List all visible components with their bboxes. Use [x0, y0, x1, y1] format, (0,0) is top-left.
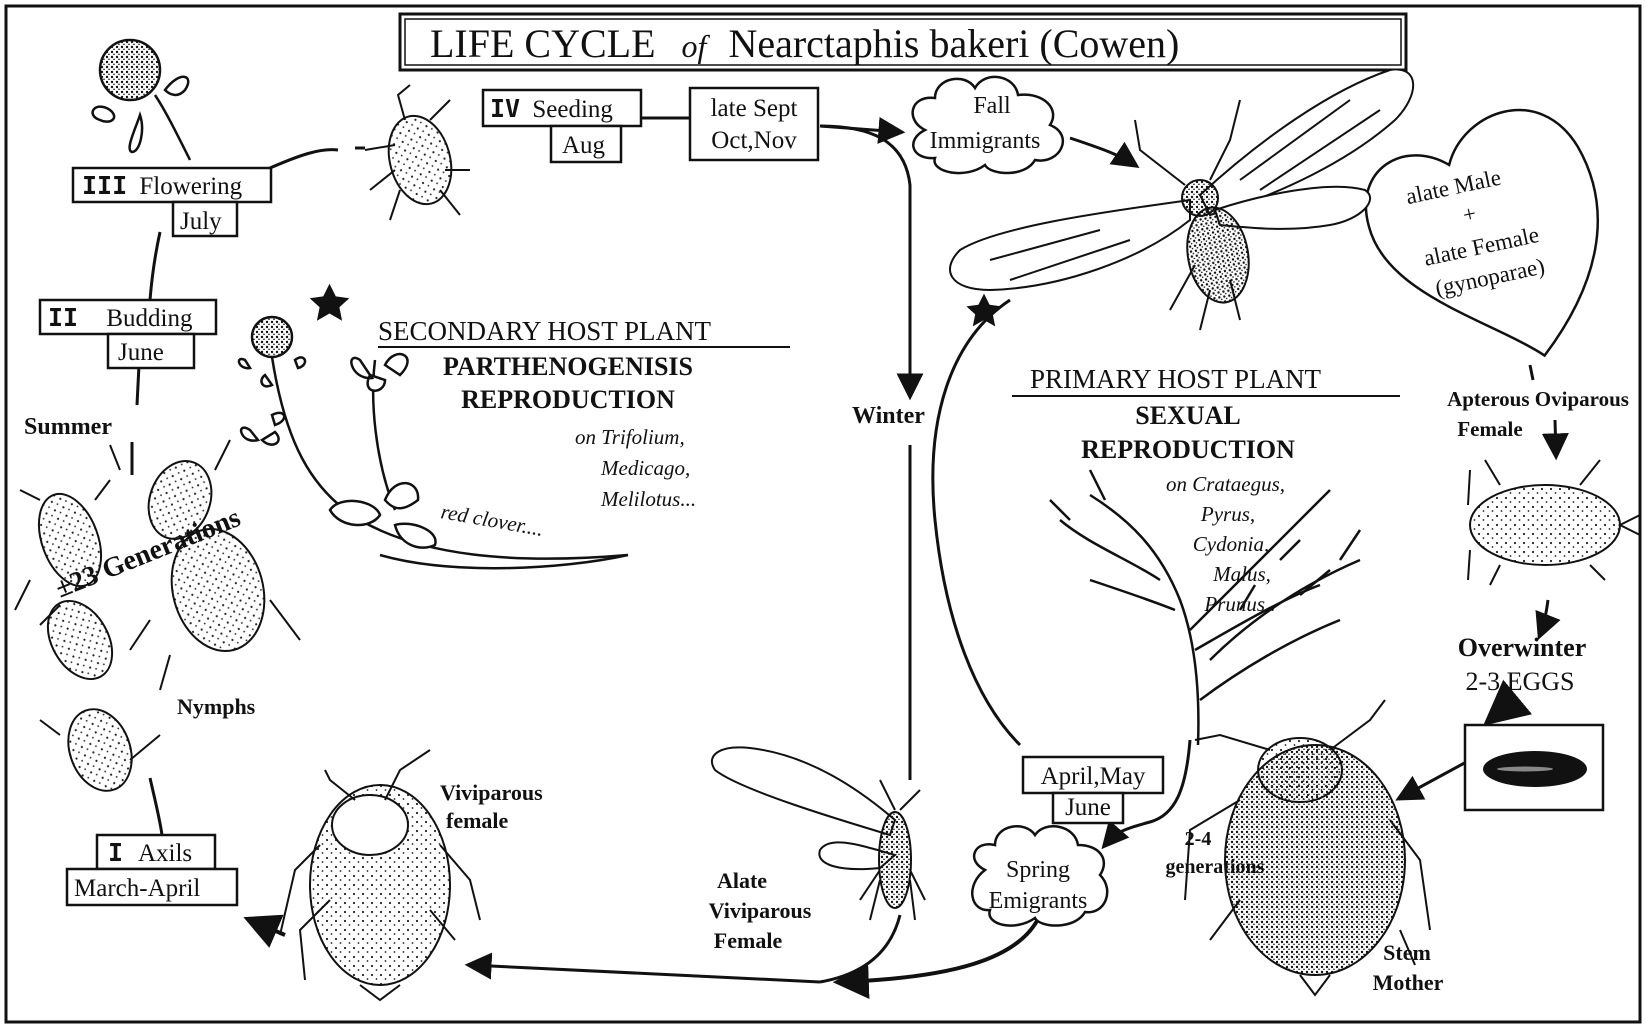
- nymphs-label: Nymphs: [177, 694, 256, 719]
- stage-1-label: Axils: [138, 840, 192, 867]
- secondary-plant-2: Medicago,: [600, 456, 690, 480]
- secondary-host-line1: PARTHENOGENISIS: [443, 352, 693, 381]
- title-species: Nearctaphis bakeri (Cowen): [728, 21, 1179, 66]
- overwinter-line1: Overwinter: [1458, 633, 1587, 662]
- spring-months-line2: June: [1065, 794, 1111, 821]
- viviparous-line2: female: [446, 808, 509, 833]
- fall-cloud-line2: Immigrants: [930, 128, 1041, 154]
- alate-line1: Alate: [717, 868, 767, 893]
- alate-line3: Female: [714, 928, 783, 953]
- stage-1-numeral: I: [108, 838, 123, 867]
- primary-plant-1: on Crataegus,: [1166, 472, 1285, 496]
- title-prefix: LIFE CYCLE: [430, 21, 656, 66]
- primary-host-line2: REPRODUCTION: [1081, 435, 1295, 464]
- primary-host-line1: SEXUAL: [1135, 401, 1240, 430]
- fall-cloud-line1: Fall: [973, 93, 1011, 119]
- summer-label: Summer: [24, 414, 112, 440]
- svg-text:IV Seeding: IV Seeding: [490, 94, 613, 123]
- spring-cloud-line1: Spring: [1006, 857, 1070, 883]
- viviparous-line1: Viviparous: [440, 780, 543, 805]
- svg-text:I Axils: I Axils: [108, 838, 192, 867]
- apterous-line1: Apterous Oviparous: [1447, 387, 1629, 411]
- winter-label: Winter: [852, 403, 925, 429]
- primary-plant-3: Cydonia,: [1193, 532, 1269, 556]
- gen24-line1: 2-4: [1185, 828, 1212, 850]
- primary-plant-2: Pyrus,: [1200, 502, 1255, 526]
- secondary-plant-1: on Trifolium,: [575, 425, 685, 449]
- secondary-host-line2: REPRODUCTION: [461, 385, 675, 414]
- svg-text:III Flowering: III Flowering: [82, 171, 243, 200]
- stage-3-month: July: [180, 208, 222, 235]
- svg-text:LIFE CYCLE of Nea: LIFE CYCLE of Nearctaphis bakeri (Cowen): [430, 21, 1179, 66]
- gen24-line2: generations: [1166, 856, 1265, 878]
- overwinter-line2: 2-3 EGGS: [1465, 667, 1574, 696]
- late-season-line1: late Sept: [711, 95, 798, 122]
- spring-cloud-line2: Emigrants: [989, 888, 1088, 914]
- stem-mother-line1: Stem: [1383, 940, 1431, 965]
- stage-1-month: March-April: [74, 875, 200, 902]
- alate-line2: Viviparous: [709, 898, 812, 923]
- stage-4-month: Aug: [562, 132, 606, 159]
- late-season-box: late Sept Oct,Nov: [690, 88, 818, 160]
- stage-2-label: Budding: [106, 305, 193, 332]
- primary-host-heading: PRIMARY HOST PLANT: [1030, 364, 1322, 394]
- egg-icon: [1465, 725, 1603, 810]
- late-season-line2: Oct,Nov: [711, 127, 797, 154]
- stage-2-numeral: II: [48, 303, 78, 332]
- title-of: of: [682, 28, 711, 64]
- stage-4-label: Seeding: [532, 96, 613, 123]
- stage-3-numeral: III: [82, 171, 127, 200]
- stem-mother-line2: Mother: [1373, 970, 1444, 995]
- spring-months-line1: April,May: [1041, 763, 1146, 790]
- secondary-plant-3: Melilotus...: [600, 487, 696, 511]
- svg-text:II Budding: II Budding: [48, 303, 193, 332]
- secondary-host-heading: SECONDARY HOST PLANT: [378, 316, 712, 346]
- stage-4-numeral: IV: [490, 94, 520, 123]
- stage-2-month: June: [118, 339, 164, 366]
- apterous-line2: Female: [1457, 417, 1522, 441]
- primary-plant-4: Malus,: [1212, 562, 1271, 586]
- stage-3-label: Flowering: [139, 173, 242, 200]
- title-box: LIFE CYCLE of Nearctaphis bakeri (Cowen): [400, 14, 1406, 70]
